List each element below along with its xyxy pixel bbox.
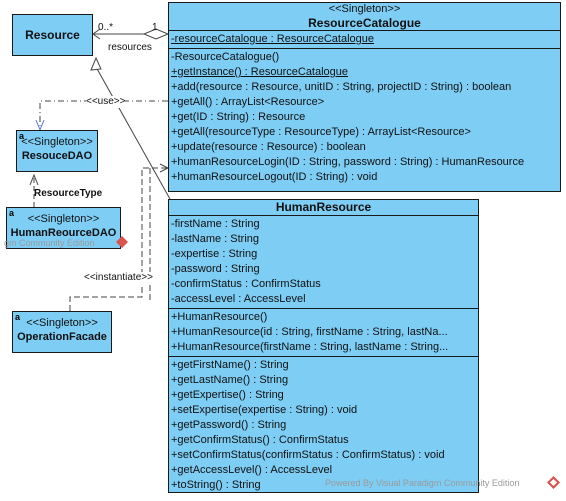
watermark-footer: Powered By Visual Paradigm Community Edi… xyxy=(325,478,520,488)
operation-row: +getExpertise() : String xyxy=(171,389,284,401)
resource-catalogue-name: ResourceCatalogue xyxy=(308,16,421,30)
constructor-row: +HumanResource(id : String, firstName : … xyxy=(171,326,448,338)
visual-paradigm-logo-icon xyxy=(547,476,560,489)
operation-row: +getLastName() : String xyxy=(171,374,289,386)
multiplicity-many: 0..* xyxy=(98,22,114,33)
operation-row: +toString() : String xyxy=(171,479,261,491)
operation-row: +get(ID : String) : Resource xyxy=(171,111,306,123)
class-icon: a xyxy=(19,131,25,141)
class-icon: a xyxy=(15,312,21,322)
resouce-dao-name: ResouceDAO xyxy=(21,150,93,162)
human-resource-operations: +getFirstName() : String +getLastName() … xyxy=(169,357,478,494)
attribute-row: -password : String xyxy=(171,263,260,275)
operation-row: +getPassword() : String xyxy=(171,419,287,431)
resource-catalogue-attributes: -resourceCatalogue : ResourceCatalogue xyxy=(169,31,560,49)
instantiate-label: <<instantiate>> xyxy=(84,272,153,284)
operation-row: +getFirstName() : String xyxy=(171,359,289,371)
use-label: <<use>> xyxy=(86,96,126,108)
resource-catalogue-operations: -ResourceCatalogue() +getInstance() : Re… xyxy=(169,49,560,186)
human-resource-name: HumanResource xyxy=(275,200,372,214)
generalization-line xyxy=(95,66,171,200)
resource-catalogue-header: <<Singleton>> ResourceCatalogue xyxy=(169,3,560,31)
human-resource-dao-class[interactable]: a <<Singleton>> HumanReourceDAO xyxy=(6,207,121,249)
attribute-row: -resourceCatalogue : ResourceCatalogue xyxy=(171,33,375,45)
operation-row: +humanResourceLogout(ID : String) : void xyxy=(171,171,378,183)
human-resource-header: HumanResource xyxy=(169,200,478,216)
resouce-dao-stereotype: <<Singleton>> xyxy=(21,136,93,148)
visual-paradigm-logo-icon xyxy=(116,236,128,248)
generalization-arrowhead xyxy=(90,56,102,71)
resource-class[interactable]: Resource xyxy=(12,14,93,56)
attribute-row: -lastName : String xyxy=(171,233,260,245)
multiplicity-one: 1 xyxy=(152,22,158,33)
human-resource-attributes: -firstName : String -lastName : String -… xyxy=(169,216,478,309)
human-resource-dao-name: HumanReourceDAO xyxy=(10,227,117,239)
resouce-dao-class[interactable]: a <<Singleton>> ResouceDAO xyxy=(16,130,98,172)
resource-type-label: ResourceType xyxy=(34,188,103,199)
operation-row: +getAccessLevel() : AccessLevel xyxy=(171,464,333,476)
operation-facade-stereotype: <<Singleton>> xyxy=(26,317,98,329)
operation-facade-name: OperationFacade xyxy=(17,331,107,343)
operation-row: +getAll(resourceType : ResourceType) : A… xyxy=(171,126,471,138)
resource-catalogue-class[interactable]: <<Singleton>> ResourceCatalogue -resourc… xyxy=(168,2,561,192)
association-arrowhead xyxy=(92,28,101,40)
attribute-row: -firstName : String xyxy=(171,218,260,230)
resource-class-name: Resource xyxy=(25,28,80,42)
operation-row: +humanResourceLogin(ID : String, passwor… xyxy=(171,156,525,168)
human-resource-class[interactable]: HumanResource -firstName : String -lastN… xyxy=(168,199,479,493)
attribute-row: -accessLevel : AccessLevel xyxy=(171,293,306,305)
class-icon: a xyxy=(9,208,15,218)
watermark-small: gm Community Edition xyxy=(4,238,95,248)
attribute-row: -confirmStatus : ConfirmStatus xyxy=(171,278,321,290)
resource-type-arrowhead xyxy=(29,173,39,186)
operation-facade-class[interactable]: a <<Singleton>> OperationFacade xyxy=(12,311,112,353)
operation-row: -ResourceCatalogue() xyxy=(171,51,280,63)
human-resource-constructors: +HumanResource() +HumanResource(id : Str… xyxy=(169,309,478,357)
operation-row: +add(resource : Resource, unitID : Strin… xyxy=(171,81,512,93)
operation-row: +update(resource : Resource) : boolean xyxy=(171,141,366,153)
constructor-row: +HumanResource() xyxy=(171,311,268,323)
resource-catalogue-stereotype: <<Singleton>> xyxy=(328,3,401,15)
instantiate-line xyxy=(69,167,168,311)
operation-row: +getAll() : ArrayList<Resource> xyxy=(171,96,325,108)
resources-role-label: resources xyxy=(108,42,152,53)
attribute-row: -expertise : String xyxy=(171,248,258,260)
constructor-row: +HumanResource(firstName : String, lastN… xyxy=(171,341,449,353)
human-resource-dao-stereotype: <<Singleton>> xyxy=(27,213,100,225)
operation-row: +getInstance() : ResourceCatalogue xyxy=(171,66,349,78)
operation-row: +setExpertise(expertise : String) : void xyxy=(171,404,358,416)
operation-row: +setConfirmStatus(confirmStatus : Confir… xyxy=(171,449,445,461)
operation-row: +getConfirmStatus() : ConfirmStatus xyxy=(171,434,349,446)
